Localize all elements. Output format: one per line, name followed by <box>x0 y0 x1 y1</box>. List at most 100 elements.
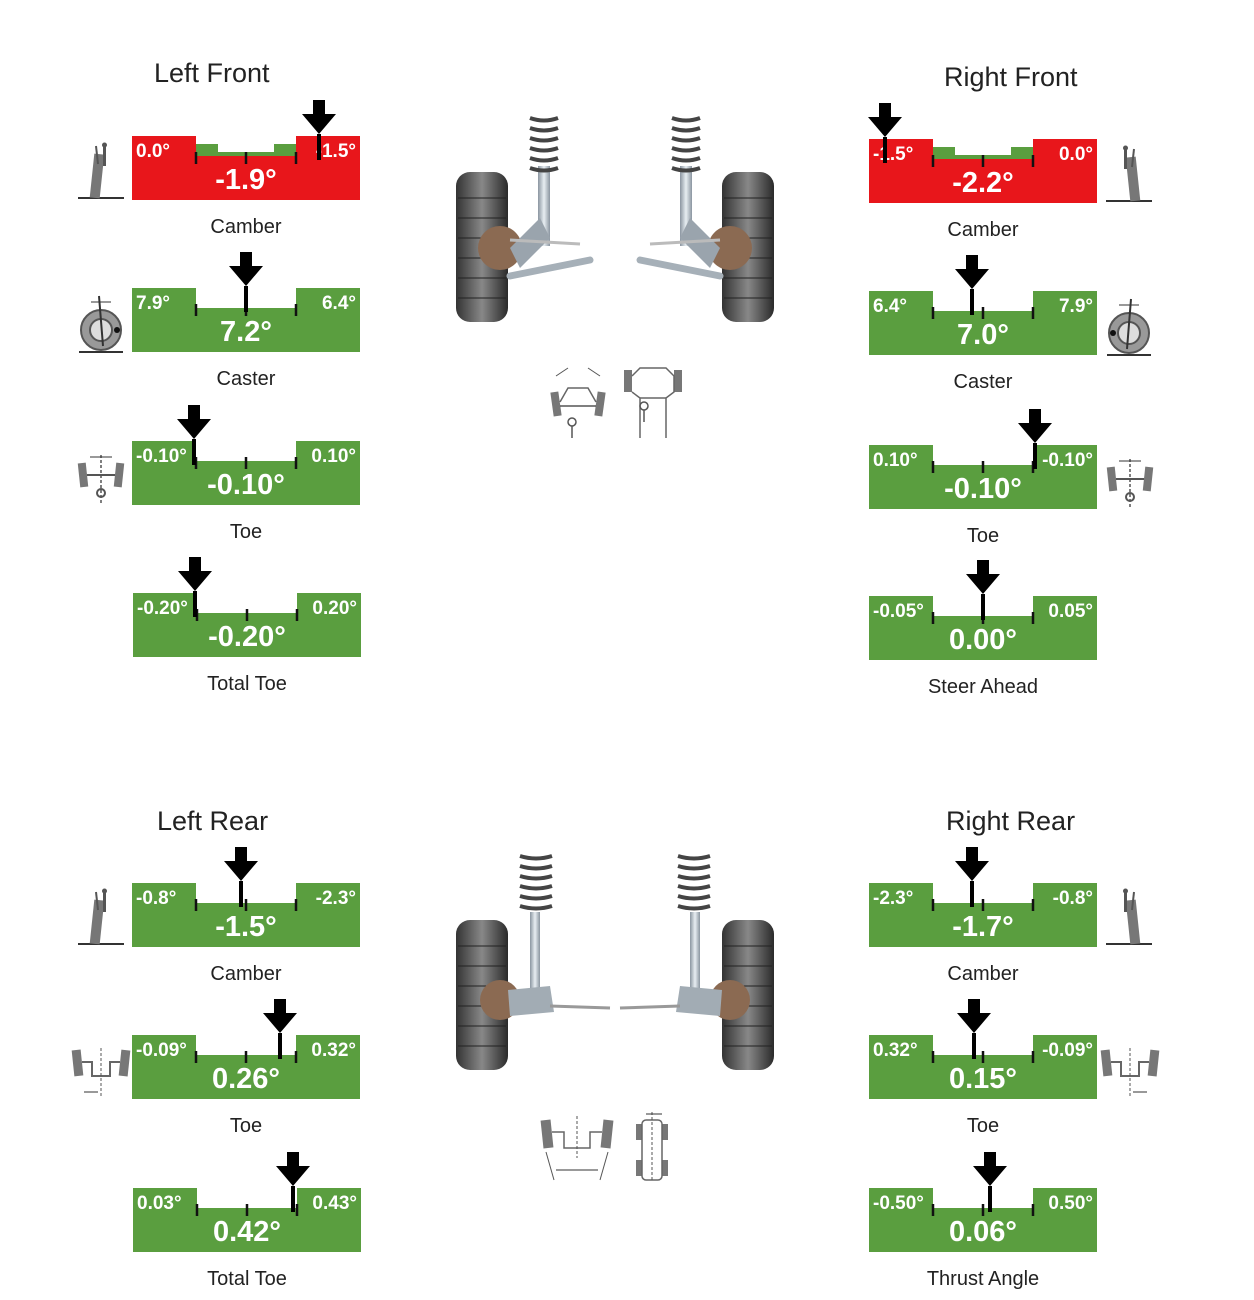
gauge-bar: 0.10° -0.10° -0.10° <box>869 445 1097 509</box>
pointer-arrow-icon <box>956 999 991 1059</box>
gauge-label: Total Toe <box>207 1268 287 1290</box>
gauge-bar: 0.03°0.43°0.42° <box>133 1188 361 1252</box>
gauge-value: -1.5° <box>215 911 277 943</box>
gauge-label: Camber <box>947 219 1019 241</box>
gauge-range-shape <box>869 291 1097 355</box>
pointer-arrow-icon <box>867 103 902 163</box>
pointer-arrow-icon <box>275 1152 310 1212</box>
gauge-rf-toe[interactable]: 0.10° -0.10° -0.10° Toe <box>869 409 1097 547</box>
gauge-lf-caster[interactable]: 7.9°6.4°7.2°Caster <box>132 252 360 390</box>
gauge-max-limit: 0.10° <box>311 446 356 467</box>
gauge-rf-camber[interactable]: -1.5°0.0°-2.2° Camber <box>867 103 1097 241</box>
gauge-value: 0.00° <box>948 624 1018 656</box>
gauge-min-limit: -2.3° <box>873 888 914 909</box>
gauge-bar: -1.5°0.0°-2.2° <box>869 139 1097 203</box>
caster-icon <box>1107 298 1151 356</box>
gauge-value: 7.0° <box>957 319 1009 351</box>
gauge-lf-toe[interactable]: -0.10° 0.10° -0.10° Toe <box>132 405 360 543</box>
camber-icon <box>78 888 124 945</box>
gauge-max-limit: -0.10° <box>1042 450 1093 471</box>
gauge-rr-toe[interactable]: 0.32°-0.09°0.15°Toe <box>869 999 1097 1137</box>
gauge-range-shape <box>869 883 1097 947</box>
pointer-arrow-icon <box>954 255 989 315</box>
gauge-label: Camber <box>947 963 1019 985</box>
gauge-bar: -0.10° 0.10° -0.10° <box>132 441 360 505</box>
pointer-arrow-icon <box>954 847 989 907</box>
gauge-max-limit: 0.05° <box>1048 601 1093 622</box>
gauge-range-shape <box>133 1188 361 1252</box>
pointer-arrow-icon <box>972 1152 1007 1212</box>
gauge-rr-thrust-angle[interactable]: -0.50° 0.50° 0.06° Thrust Angle <box>869 1152 1097 1290</box>
gauge-label: Toe <box>966 525 1000 547</box>
gauge-label: Camber <box>210 963 282 985</box>
gauge-bar: 6.4°7.9°7.0° <box>869 291 1097 355</box>
gauge-value: 0.06° <box>948 1216 1018 1248</box>
gauge-bar: -2.3°-0.8°-1.7° <box>869 883 1097 947</box>
gauge-min-limit: 0.10° <box>873 450 918 471</box>
gauge-label: Toe <box>966 1115 1000 1137</box>
gauge-lf-camber[interactable]: 0.0°-1.5°-1.9°Camber <box>132 100 360 238</box>
left-rear-title: Left Rear <box>157 806 269 836</box>
rear-axle-icon <box>540 1116 614 1181</box>
gauge-range-shape <box>133 593 361 657</box>
gauge-lr-camber[interactable]: -0.8° -2.3° -1.5° Camber <box>132 847 360 985</box>
gauge-bar: -0.09°0.32°0.26° <box>132 1035 360 1099</box>
front-axle-icon <box>550 367 606 438</box>
gauge-min-limit: -0.8° <box>136 888 177 909</box>
gauge-lr-total-toe[interactable]: 0.03°0.43°0.42° Total Toe <box>133 1152 361 1290</box>
gauge-rr-camber[interactable]: -2.3°-0.8°-1.7° Camber <box>869 847 1097 985</box>
camber-icon <box>1106 145 1152 202</box>
gauge-value: -0.10° <box>944 473 1022 505</box>
gauge-label: Camber <box>210 216 282 238</box>
front-suspension-illustration <box>456 116 774 322</box>
gauge-min-limit: -0.10° <box>136 446 187 467</box>
gauge-range-shape <box>869 445 1097 509</box>
gauge-min-limit: -0.20° <box>137 598 188 619</box>
camber-icon <box>78 142 124 199</box>
gauge-lf-total-toe[interactable]: -0.20° 0.20° -0.20° Total Toe <box>133 557 361 695</box>
pointer-arrow-icon <box>1018 409 1053 469</box>
gauge-lr-toe[interactable]: -0.09°0.32°0.26°Toe <box>132 999 360 1137</box>
gauge-min-limit: -0.09° <box>136 1040 187 1061</box>
gauge-label: Thrust Angle <box>926 1268 1040 1290</box>
toe-icon <box>77 455 125 505</box>
gauge-range-shape <box>132 1035 360 1099</box>
gauge-label: Toe <box>229 521 263 543</box>
gauge-label: Total Toe <box>207 673 287 695</box>
gauge-label: Steer Ahead <box>927 676 1039 698</box>
gauge-max-limit: -2.3° <box>315 888 356 909</box>
gauge-range-shape <box>132 883 360 947</box>
gauge-rf-steer-ahead[interactable]: -0.05°0.05°0.00°Steer Ahead <box>869 560 1097 698</box>
gauge-max-limit: 0.50° <box>1048 1193 1093 1214</box>
toe-icon <box>1106 459 1154 509</box>
gauge-value: -0.20° <box>208 621 286 653</box>
gauge-max-limit: 0.20° <box>312 598 357 619</box>
gauge-max-limit: 0.32° <box>311 1040 356 1061</box>
gauge-bar: -0.20° 0.20° -0.20° <box>133 593 361 657</box>
gauge-label: Caster <box>953 371 1013 393</box>
right-rear-title: Right Rear <box>946 806 1076 836</box>
camber-icon <box>1106 888 1152 945</box>
left-front-title: Left Front <box>154 58 270 88</box>
pointer-arrow-icon <box>177 557 212 617</box>
pointer-arrow-icon <box>301 100 336 160</box>
pointer-arrow-icon <box>176 405 211 465</box>
gauge-label: Toe <box>229 1115 263 1137</box>
gauge-value: 0.15° <box>948 1063 1018 1095</box>
gauge-range-shape <box>869 139 1097 203</box>
gauge-max-limit: 6.4° <box>321 293 356 314</box>
right-front-title: Right Front <box>944 62 1078 92</box>
gauge-value: -2.2° <box>952 167 1014 199</box>
gauge-bar: -0.50° 0.50° 0.06° <box>869 1188 1097 1252</box>
vehicle-top-icon <box>624 367 682 438</box>
gauge-value: -0.10° <box>207 469 285 501</box>
gauge-range-shape <box>132 288 360 352</box>
gauge-rf-caster[interactable]: 6.4°7.9°7.0° Caster <box>869 255 1097 393</box>
gauge-min-limit: 6.4° <box>873 296 908 317</box>
gauge-range-shape <box>869 1035 1097 1099</box>
pointer-arrow-icon <box>966 560 1000 620</box>
gauge-min-limit: -0.50° <box>873 1193 924 1214</box>
pointer-arrow-icon <box>263 999 298 1059</box>
gauge-bar: 7.9°6.4°7.2° <box>132 288 360 352</box>
gauge-max-limit: 0.43° <box>312 1193 357 1214</box>
